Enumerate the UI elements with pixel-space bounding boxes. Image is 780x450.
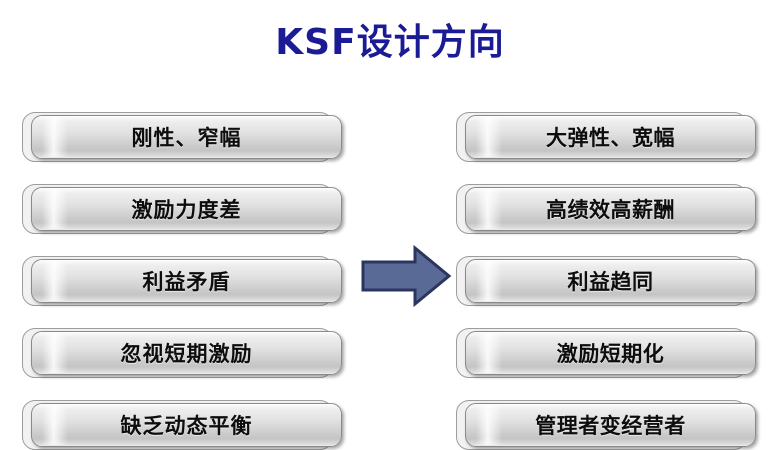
box-plate: 大弹性、宽幅 <box>465 115 756 159</box>
list-item[interactable]: 激励短期化 <box>456 328 756 378</box>
right-arrow-icon <box>358 243 454 309</box>
list-item[interactable]: 高绩效高薪酬 <box>456 184 756 234</box>
box-plate: 刚性、窄幅 <box>31 115 342 159</box>
box-plate: 高绩效高薪酬 <box>465 187 756 231</box>
box-plate: 缺乏动态平衡 <box>31 403 342 447</box>
box-label: 大弹性、宽幅 <box>546 126 675 150</box>
box-plate: 激励短期化 <box>465 331 756 375</box>
list-item[interactable]: 管理者变经营者 <box>456 400 756 450</box>
list-item[interactable]: 利益矛盾 <box>22 256 342 306</box>
box-label: 激励短期化 <box>556 342 665 366</box>
box-label: 激励力度差 <box>131 198 242 222</box>
list-item[interactable]: 激励力度差 <box>22 184 342 234</box>
list-item[interactable]: 刚性、窄幅 <box>22 112 342 162</box>
box-label: 忽视短期激励 <box>120 342 253 366</box>
box-plate: 管理者变经营者 <box>465 403 756 447</box>
list-item[interactable]: 利益趋同 <box>456 256 756 306</box>
current-state-column: 刚性、窄幅 激励力度差 利益矛盾 忽视短期激励 缺乏动态平衡 <box>22 112 342 450</box>
box-label: 利益矛盾 <box>142 270 231 294</box>
box-plate: 利益趋同 <box>465 259 756 303</box>
box-label: 管理者变经营者 <box>535 414 686 438</box>
target-state-column: 大弹性、宽幅 高绩效高薪酬 利益趋同 激励短期化 管理者变经营者 <box>456 112 756 450</box>
box-plate: 忽视短期激励 <box>31 331 342 375</box>
box-label: 利益趋同 <box>567 270 654 294</box>
box-label: 缺乏动态平衡 <box>120 414 253 438</box>
box-label: 刚性、窄幅 <box>131 126 242 150</box>
box-plate: 利益矛盾 <box>31 259 342 303</box>
box-plate: 激励力度差 <box>31 187 342 231</box>
list-item[interactable]: 缺乏动态平衡 <box>22 400 342 450</box>
box-label: 高绩效高薪酬 <box>546 198 675 222</box>
list-item[interactable]: 忽视短期激励 <box>22 328 342 378</box>
page-title: KSF设计方向 <box>275 22 505 63</box>
list-item[interactable]: 大弹性、宽幅 <box>456 112 756 162</box>
